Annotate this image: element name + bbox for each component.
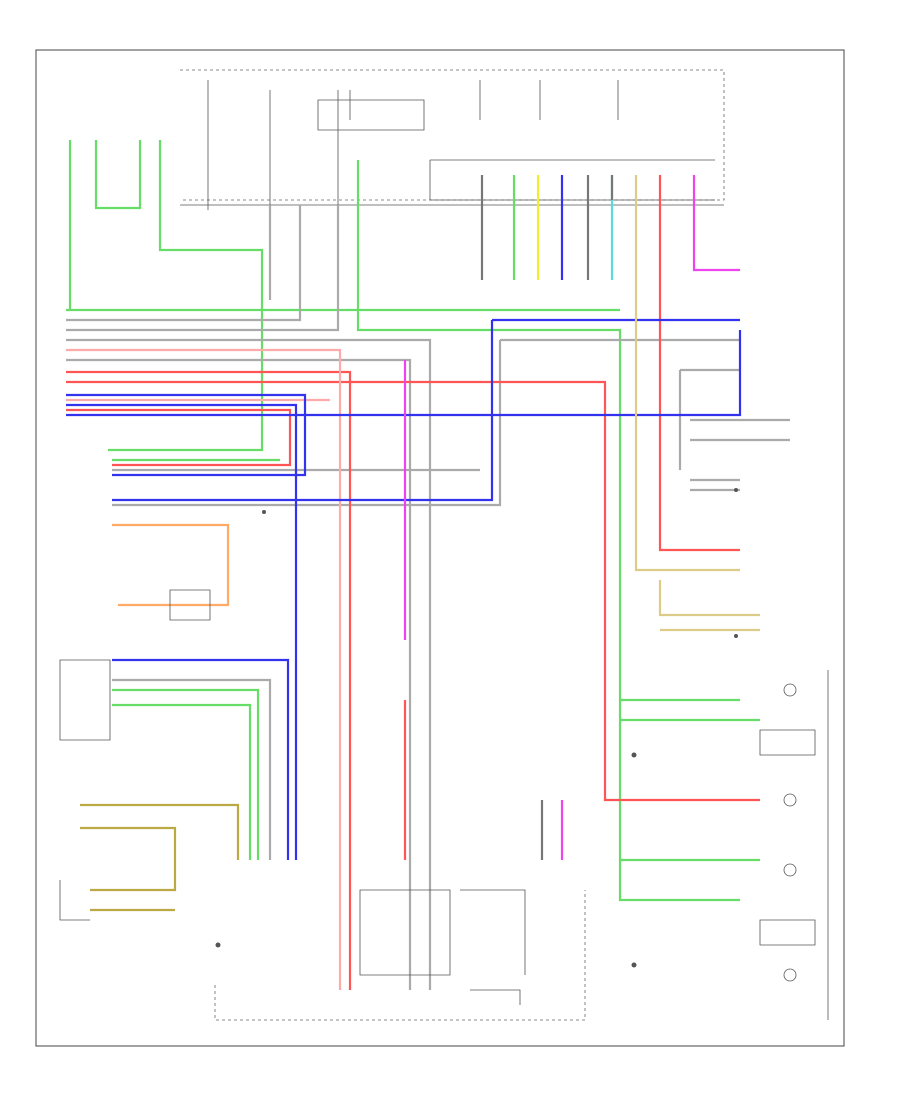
wire-gray-group [66,205,790,990]
wire-blue-c [66,330,742,417]
wire-green-i [112,688,260,860]
wire-orange [112,523,230,607]
bottom-control-unit [214,889,586,1021]
lamp-2 [783,793,797,807]
diagram-frame [35,49,845,1047]
lamp-1 [783,683,797,697]
left-side-switches [59,589,211,921]
wire-pink [66,348,342,990]
lamp-3 [783,863,797,877]
wire-red-d [658,175,740,552]
wire-green-b [94,140,142,210]
wire-blue-a [66,393,307,477]
wire-red-c [66,408,292,467]
wire-green-a [66,140,620,312]
wire-green-group [66,140,760,902]
wire-blue-group [66,175,742,860]
lamp-4 [783,968,797,982]
wire-green-j [112,703,252,860]
wire-green-c [108,140,264,452]
wire-red-b [66,380,760,802]
wire-blue-f [112,658,290,860]
wire-blue-e [112,320,494,502]
wire-red-group [66,175,760,990]
wire-blue-b [66,403,298,860]
wire-green-d [356,160,740,902]
wire-red-a [66,370,352,990]
wire-tan-a [634,175,760,632]
wire-tan-b [80,803,240,912]
wire-magenta-a [692,175,740,272]
right-side-lamps [759,670,829,1020]
wire-dark-a [480,175,614,860]
connector-dots [215,488,738,968]
top-fuse-relay-box [180,69,725,210]
